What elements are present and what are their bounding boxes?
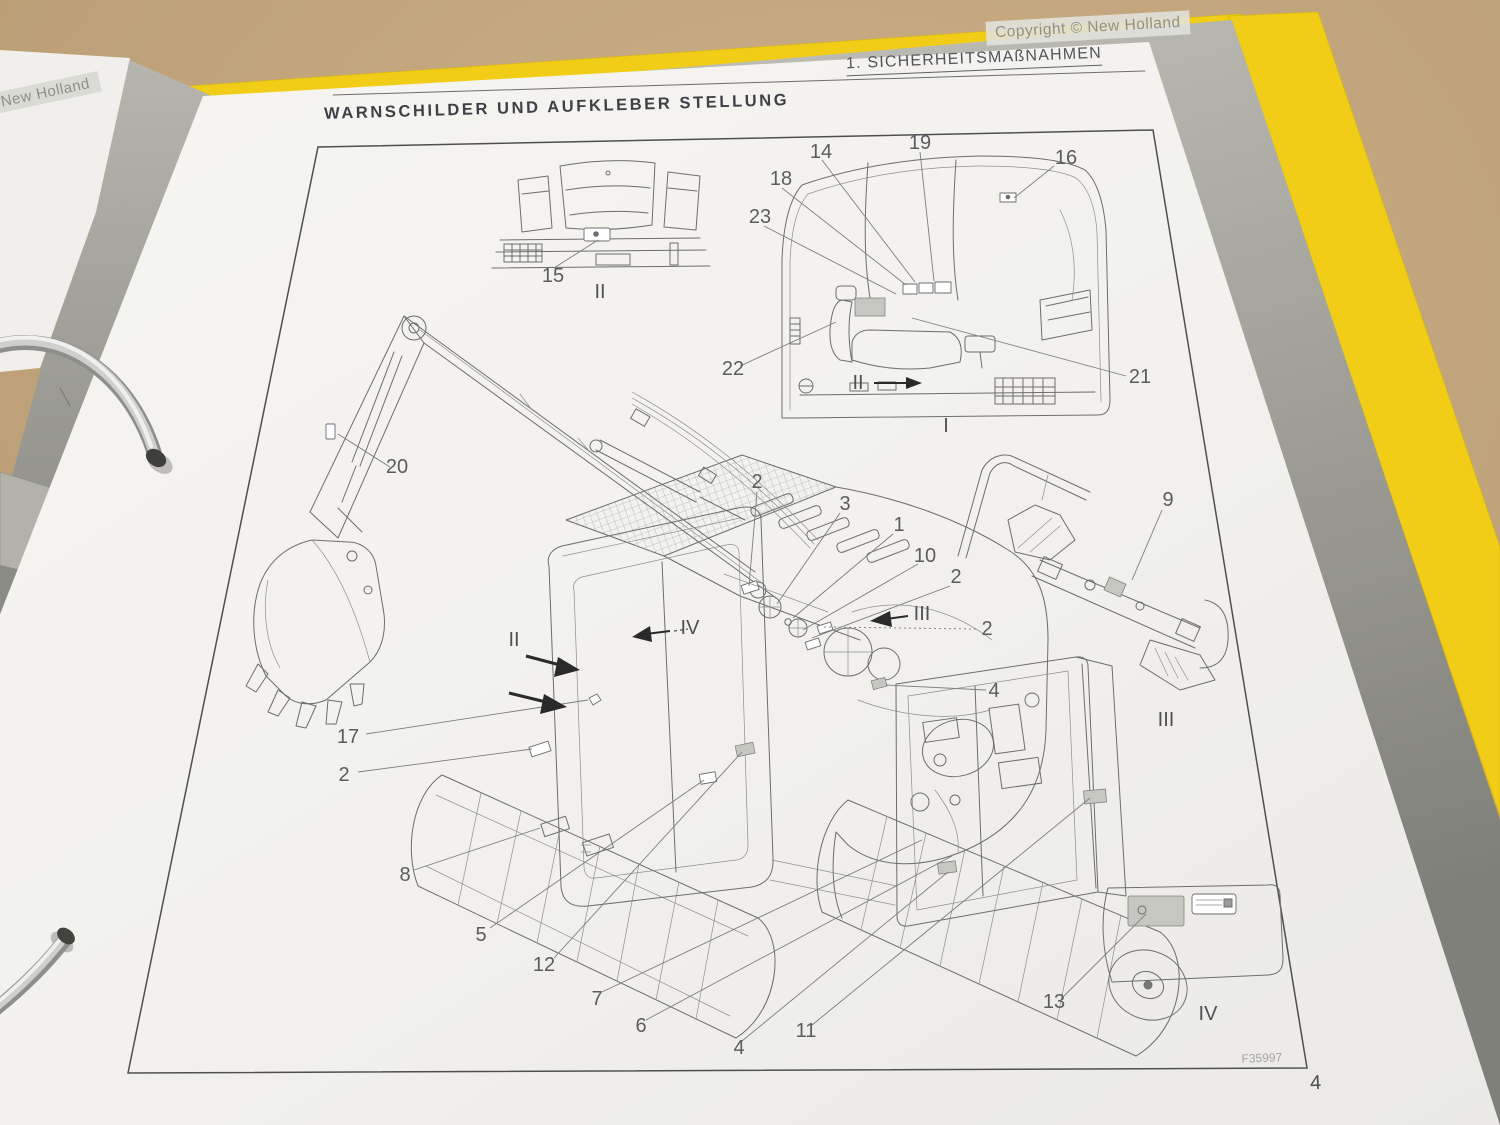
callout-17: 17 [337, 726, 359, 748]
callout-20: 20 [386, 456, 408, 478]
callout-4: 4 [988, 680, 999, 702]
callout-leader-lines [337, 151, 1163, 1042]
view-label-iii: III [1158, 709, 1175, 731]
callout-21: 21 [1129, 366, 1151, 388]
callout-14: 14 [810, 141, 832, 163]
callout-10: 10 [914, 545, 936, 567]
callout-2: 2 [950, 566, 961, 588]
view-label-ii-cab: II [508, 629, 519, 651]
callout-8: 8 [399, 864, 410, 886]
detail-view-iii [1007, 504, 1229, 691]
view-label-ii-top: II [594, 281, 605, 303]
figure-box-border [127, 129, 1308, 1074]
callout-22: 22 [722, 358, 744, 380]
callout-4: 4 [733, 1037, 744, 1059]
view-label-iv-arrow: IV [681, 617, 701, 639]
callout-1: 1 [893, 514, 904, 536]
callout-12: 12 [533, 954, 555, 976]
detail-view-iv [1102, 884, 1284, 983]
binder-rings [0, 335, 173, 1015]
view-direction-arrows [508, 377, 922, 714]
callout-15: 15 [542, 265, 564, 287]
view-label-i: I [943, 415, 949, 437]
view-labels: II I II II IV III III IV F35997 [508, 281, 1282, 1066]
main-excavator-view [245, 315, 1188, 1057]
callout-7: 7 [591, 988, 602, 1010]
callout-9: 9 [1162, 489, 1173, 511]
header-rule [332, 70, 1146, 96]
callout-6: 6 [635, 1015, 646, 1037]
callout-labels: 20 2 3 1 10 2 2 4 17 2 8 5 12 7 6 4 11 1… [337, 132, 1174, 1059]
figure-code: F35997 [1241, 1050, 1282, 1065]
callout-13: 13 [1043, 991, 1065, 1013]
previous-page-corner [0, 50, 130, 372]
callout-3: 3 [839, 493, 850, 515]
callout-18: 18 [770, 168, 792, 190]
rear-view-ii [491, 160, 711, 269]
callout-11: 11 [796, 1020, 817, 1042]
callout-2: 2 [981, 618, 992, 640]
view-label-ii-arrow: II [852, 372, 863, 394]
callout-5: 5 [475, 924, 486, 946]
callout-2: 2 [338, 764, 349, 786]
callout-16: 16 [1055, 147, 1077, 169]
callout-2: 2 [751, 471, 762, 493]
callout-23: 23 [749, 206, 771, 228]
callout-19: 19 [909, 132, 931, 154]
view-label-iv: IV [1199, 1003, 1219, 1025]
view-label-iii-arrow: III [914, 603, 931, 625]
page-number: 4 [1309, 1071, 1322, 1095]
